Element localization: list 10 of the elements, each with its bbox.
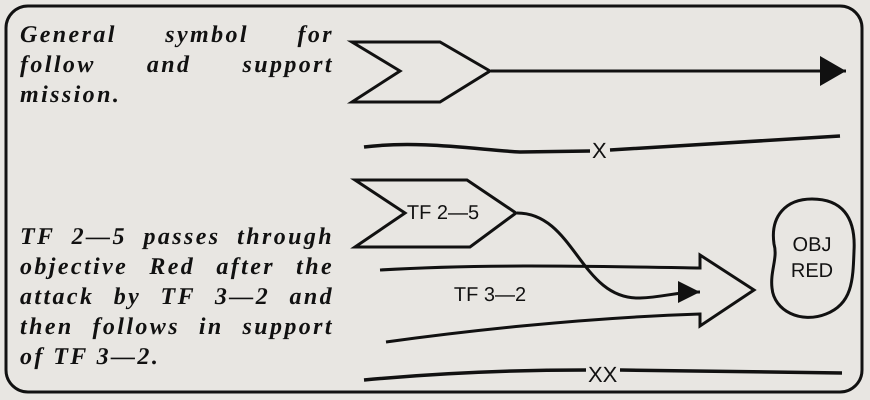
description-text: TF 2—5 passes through objective Red after the attack by TF 3—2 and then follows in support of TF 3—2.: [20, 223, 334, 372]
unit-label: TF 2—5: [406, 201, 480, 226]
boundary-label: XX: [588, 364, 618, 386]
task-force-chevron: [353, 178, 519, 249]
description-text: General symbol for follow and support mission.: [20, 21, 334, 110]
unit-label: OBJ RED: [790, 233, 834, 284]
boundary-label: X: [592, 140, 607, 162]
unit-label: TF 3—2: [454, 283, 526, 308]
arrow: [491, 56, 846, 86]
arrow: [516, 212, 700, 304]
